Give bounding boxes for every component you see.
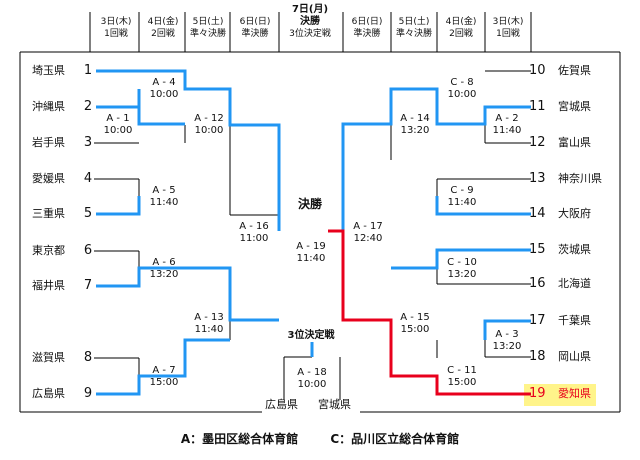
- team-name-left: 広島県: [32, 387, 65, 400]
- team-name-right: 千葉県: [558, 314, 591, 327]
- champion-highlight: [524, 384, 596, 406]
- team-number-right: 18: [529, 349, 546, 364]
- team-name-right: 富山県: [558, 136, 591, 149]
- team-name-right: 宮城県: [558, 100, 591, 113]
- team-number-champion: 19: [529, 386, 546, 401]
- team-number-right: 14: [529, 206, 546, 221]
- team-name-left: 岩手県: [32, 136, 65, 149]
- team-name-left: 三重県: [32, 207, 65, 220]
- team-name-left: 沖縄県: [32, 100, 65, 113]
- team-number-right: 12: [529, 135, 546, 150]
- team-name-right: 茨城県: [558, 243, 591, 256]
- team-number-left: 4: [83, 171, 93, 186]
- venue-legend: A：墨田区総合体育館 C：品川区立総合体育館: [0, 430, 640, 447]
- header-final: 7日(月) 決勝 3位決定戦: [289, 4, 331, 39]
- header-day2-left: 4日(金)2回戦: [147, 17, 179, 39]
- team-name-left: 滋賀県: [32, 351, 65, 364]
- team-name-right: 北海道: [558, 277, 591, 290]
- team-number-right: 16: [529, 276, 546, 291]
- team-number-right: 17: [529, 313, 546, 328]
- header-day3-left: 5日(土)準々決勝: [189, 17, 226, 39]
- team-number-right: 15: [529, 242, 546, 257]
- team-name-right: 佐賀県: [558, 64, 591, 77]
- team-name-champion: 愛知県: [558, 387, 591, 400]
- team-name-left: 福井県: [32, 279, 65, 292]
- venue-c-label: C：品川区立総合体育館: [330, 432, 460, 446]
- team-number-left: 9: [83, 386, 93, 401]
- third-place-team-right: 宮城県: [318, 398, 351, 411]
- third-place-team-left: 広島県: [265, 398, 298, 411]
- header-day1-left: 3日(木)1回戦: [100, 17, 132, 39]
- team-number-left: 7: [83, 278, 93, 293]
- header-day3-right: 5日(土)準々決勝: [395, 17, 432, 39]
- team-name-left: 埼玉県: [32, 64, 65, 77]
- final-label: 決勝: [297, 197, 322, 211]
- team-name-right: 神奈川県: [558, 172, 602, 185]
- team-name-right: 大阪府: [558, 207, 591, 220]
- team-number-left: 8: [83, 350, 93, 365]
- team-number-left: 6: [83, 243, 93, 258]
- team-number-right: 13: [529, 171, 546, 186]
- header-day4-right: 6日(日)準決勝: [351, 17, 383, 39]
- venue-a-label: A：墨田区総合体育館: [180, 432, 299, 446]
- team-name-left: 愛媛県: [32, 172, 65, 185]
- team-number-left: 2: [83, 99, 93, 114]
- team-number-left: 1: [83, 63, 93, 78]
- header-day2-right: 4日(金)2回戦: [445, 17, 477, 39]
- third-place-label: 3位決定戦: [287, 330, 335, 341]
- team-name-right: 岡山県: [558, 350, 591, 363]
- team-name-left: 東京都: [32, 244, 65, 257]
- header-day1-right: 3日(木)1回戦: [492, 17, 524, 39]
- team-number-left: 3: [83, 135, 93, 150]
- header-day4-left: 6日(日)準決勝: [239, 17, 271, 39]
- team-number-left: 5: [83, 206, 93, 221]
- team-number-right: 10: [529, 63, 546, 78]
- team-number-right: 11: [529, 99, 546, 114]
